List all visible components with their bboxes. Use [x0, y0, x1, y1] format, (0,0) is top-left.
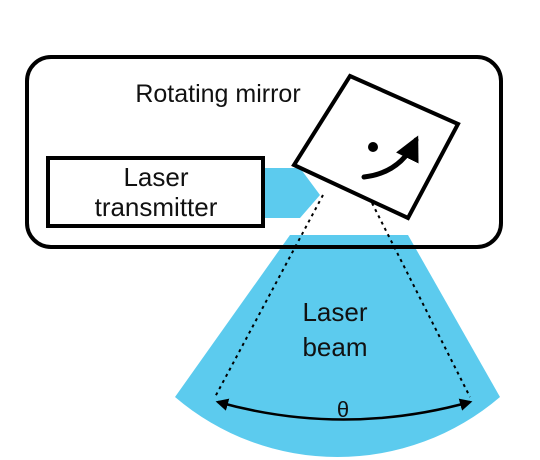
laser-beam-label-line1: Laser [302, 297, 367, 327]
angle-theta-label: θ [337, 397, 349, 422]
beam-edge-right [371, 202, 471, 398]
transmitter-beam [263, 168, 320, 218]
housing-box [25, 55, 503, 249]
beam-edge-left [214, 194, 324, 398]
curved-arrow-icon [361, 135, 419, 180]
pivot-dot-icon [368, 142, 378, 152]
laser-transmitter-box [46, 156, 265, 228]
angle-arc [215, 398, 473, 421]
rotating-mirror-label: Rotating mirror [135, 80, 300, 108]
laser-beam-label-line2: beam [302, 332, 367, 362]
laser-transmitter-label-line1: Laser [123, 162, 188, 192]
laser-transmitter-label-line2: transmitter [95, 192, 218, 222]
